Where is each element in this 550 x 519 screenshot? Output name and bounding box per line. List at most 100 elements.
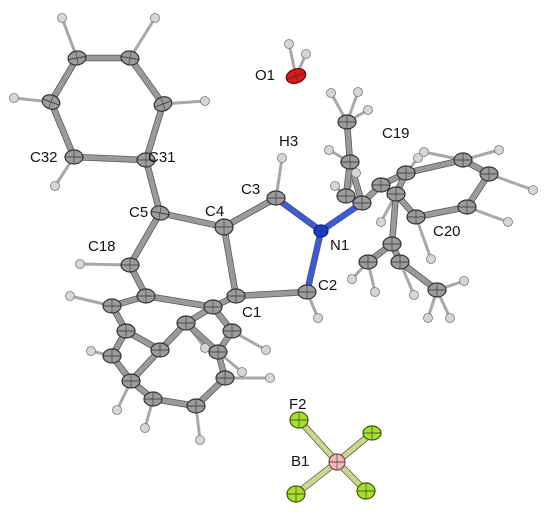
hydrogen-atom bbox=[277, 153, 287, 163]
fluorine-atom bbox=[356, 482, 376, 500]
carbon-atom bbox=[136, 288, 156, 304]
carbon-atom bbox=[457, 199, 477, 215]
hydrogen-atom bbox=[261, 345, 271, 355]
carbon-atom bbox=[64, 149, 84, 165]
carbon-atom bbox=[336, 188, 356, 204]
carbon-atom bbox=[150, 205, 170, 221]
hydrogen-atom bbox=[237, 367, 247, 377]
hydrogen-atom bbox=[9, 93, 19, 103]
hydrogen-atom bbox=[86, 346, 96, 356]
carbon-atom bbox=[116, 323, 136, 339]
bond bbox=[221, 224, 239, 299]
h-bond-line bbox=[128, 16, 157, 60]
hydrogen-atom bbox=[409, 290, 419, 300]
carbon-atom bbox=[208, 344, 228, 360]
hydrogen-atom bbox=[351, 168, 361, 178]
bond bbox=[233, 289, 310, 299]
bond bbox=[157, 210, 227, 230]
hydrogen-atom bbox=[65, 291, 75, 301]
label-c5: C5 bbox=[129, 204, 148, 221]
bond bbox=[143, 293, 216, 310]
hydrogen-atom bbox=[423, 313, 433, 323]
hydrogen-atom bbox=[419, 147, 429, 157]
carbon-atom bbox=[396, 165, 416, 181]
carbon-atom bbox=[406, 209, 426, 225]
label-c3: C3 bbox=[241, 181, 260, 198]
carbon-atom bbox=[186, 398, 206, 414]
atom-labels: O1 H3 C19 C32 C31 C3 C5 C4 N1 C20 C18 C2… bbox=[30, 67, 461, 470]
fluorine-atom bbox=[289, 411, 309, 429]
carbon-atom bbox=[41, 94, 61, 110]
hydrogen-atom bbox=[200, 343, 210, 353]
hydrogen-atom bbox=[370, 287, 380, 297]
carbon-atom bbox=[386, 186, 406, 202]
bond bbox=[273, 195, 324, 234]
carbon-atom bbox=[337, 114, 357, 130]
carbon-atom bbox=[352, 195, 372, 211]
carbon-atom bbox=[371, 177, 391, 193]
carbon-atom bbox=[382, 236, 402, 252]
carbon-atom bbox=[297, 284, 317, 300]
label-f2: F2 bbox=[289, 396, 307, 413]
carbon-atom bbox=[215, 370, 235, 386]
label-c4: C4 bbox=[205, 203, 224, 220]
bond bbox=[127, 210, 163, 268]
carbon-atom bbox=[358, 254, 378, 270]
hydrogen-atom bbox=[363, 105, 373, 115]
atoms bbox=[9, 13, 538, 503]
boron-atom bbox=[328, 453, 346, 471]
carbon-atom bbox=[214, 218, 234, 236]
bond bbox=[296, 417, 340, 465]
hydrogen-atom bbox=[347, 274, 357, 284]
bond bbox=[304, 228, 324, 295]
hydrogen-atom bbox=[313, 313, 323, 323]
hydrogen-atom bbox=[75, 259, 85, 269]
hydrogen-atom bbox=[284, 39, 294, 49]
label-c2: C2 bbox=[318, 277, 337, 294]
carbon-atom bbox=[67, 50, 87, 66]
label-c31: C31 bbox=[148, 149, 176, 166]
bond bbox=[389, 191, 399, 247]
carbon-atom bbox=[453, 152, 473, 168]
label-c1: C1 bbox=[242, 304, 261, 321]
carbon-atom bbox=[390, 254, 410, 270]
hydrogen-atom bbox=[503, 217, 513, 227]
hydrogen-atom bbox=[494, 145, 504, 155]
fluorine-atom bbox=[286, 485, 306, 503]
carbon-atom bbox=[102, 298, 122, 314]
bond bbox=[48, 99, 77, 160]
hydrogen-atom bbox=[413, 153, 423, 163]
carbon-atom bbox=[176, 315, 196, 331]
carbon-atom bbox=[340, 154, 360, 170]
carbon-atom bbox=[150, 342, 170, 358]
hydrogen-atom bbox=[459, 276, 469, 286]
bond bbox=[143, 157, 163, 216]
carbon-atom bbox=[153, 96, 173, 112]
hydrogen-atom bbox=[195, 435, 205, 445]
carbon-atom bbox=[120, 257, 140, 273]
carbon-atom bbox=[102, 348, 122, 364]
bond bbox=[71, 154, 149, 163]
label-c20: C20 bbox=[433, 223, 461, 240]
hydrogen-atom bbox=[140, 423, 150, 433]
hydrogen-atom bbox=[324, 145, 334, 155]
carbon-atom bbox=[121, 373, 141, 389]
hydrogen-atom bbox=[57, 13, 67, 23]
label-c32: C32 bbox=[30, 149, 58, 166]
label-c18: C18 bbox=[88, 238, 116, 255]
bond bbox=[127, 55, 166, 107]
label-h3: H3 bbox=[279, 133, 298, 150]
bond bbox=[403, 157, 466, 176]
hydrogen-atom bbox=[150, 13, 160, 23]
hydrogen-atom bbox=[376, 217, 386, 227]
carbon-atom bbox=[222, 323, 242, 339]
label-c19: C19 bbox=[382, 125, 410, 142]
hydrogen-atom bbox=[112, 405, 122, 415]
hydrogen-atom bbox=[50, 181, 60, 191]
hydrogen-atom bbox=[265, 373, 275, 383]
bonds bbox=[12, 16, 535, 498]
label-b1: B1 bbox=[291, 453, 309, 470]
carbon-atom bbox=[427, 282, 447, 298]
